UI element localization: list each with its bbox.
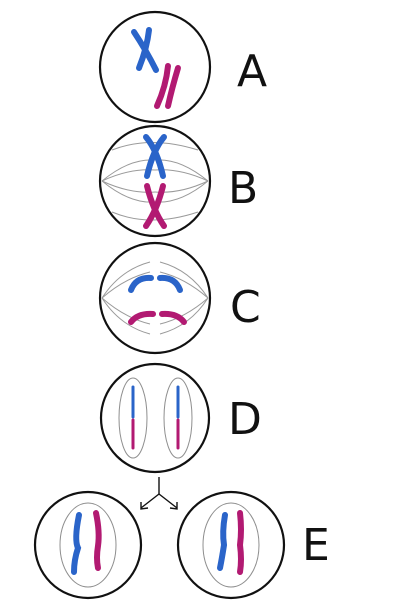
- stage-e: E: [33, 490, 330, 600]
- arrowhead-right-icon: [169, 502, 178, 510]
- cell-e-right: [176, 490, 286, 600]
- chromosome-b-blue: [143, 134, 167, 179]
- chromatid: [93, 510, 102, 571]
- chromatid: [136, 27, 152, 71]
- cell-e-left: [33, 490, 143, 600]
- spindle-fiber: [101, 297, 151, 325]
- chromatid: [217, 512, 228, 571]
- stage-c: C: [98, 241, 261, 355]
- chromosome-b-magenta: [143, 183, 167, 229]
- chromatid: [144, 134, 167, 179]
- nucleus: [59, 502, 117, 588]
- spindle-fiber: [101, 261, 151, 299]
- chromatid: [128, 310, 156, 325]
- chromatid: [236, 510, 244, 575]
- stage-label-e: E: [302, 520, 330, 571]
- division-arrows: [140, 477, 178, 510]
- spindle-fiber: [159, 297, 209, 325]
- stage-d: D: [99, 362, 262, 474]
- stage-label-c: C: [230, 282, 261, 333]
- spindle-fiber: [159, 297, 209, 335]
- spindle-fiber: [159, 261, 209, 299]
- chromatid: [157, 274, 183, 293]
- spindle-fibers: [101, 261, 209, 335]
- arrow-left: [140, 493, 160, 509]
- stage-label-d: D: [228, 394, 262, 445]
- stage-a: A: [98, 10, 267, 124]
- chromatid: [128, 274, 154, 293]
- chromatid: [71, 512, 82, 575]
- chromatid: [159, 310, 187, 325]
- chromatid: [143, 183, 166, 229]
- chromatid: [154, 63, 171, 109]
- cell-d: [99, 362, 211, 474]
- nucleus: [202, 502, 260, 588]
- spindle-fiber: [101, 271, 151, 299]
- arrowhead-left-icon: [140, 502, 149, 510]
- chromosome-a-blue: [131, 27, 159, 73]
- cell-c: [98, 241, 212, 355]
- nucleus: [163, 377, 193, 459]
- chromosome-a-magenta: [154, 63, 181, 109]
- stage-b: B: [98, 124, 258, 238]
- spindle-fiber: [101, 297, 151, 335]
- chromatid: [165, 65, 181, 109]
- stage-label-b: B: [228, 163, 258, 214]
- stage-label-a: A: [237, 46, 267, 97]
- arrow-right: [158, 493, 178, 509]
- cell-b: [98, 124, 212, 238]
- nucleus: [118, 377, 148, 459]
- spindle-fiber: [159, 271, 209, 299]
